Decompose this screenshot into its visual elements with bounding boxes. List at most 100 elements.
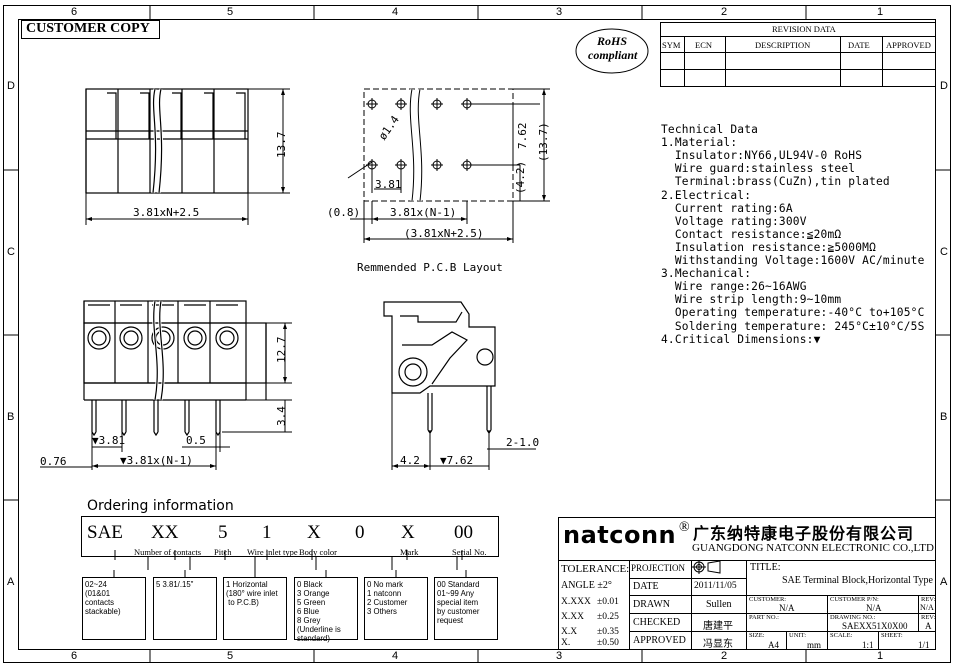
tech-line: Wire range:26~16AWG — [661, 280, 807, 294]
code-body-color: X — [307, 522, 321, 543]
checked-value: 唐建平 — [703, 621, 733, 632]
checked-label: CHECKED — [633, 617, 681, 628]
option-serial: 00 Standard 01~99 Any special item by cu… — [437, 580, 480, 625]
code-zero: 0 — [355, 522, 365, 543]
dim-pcb-42: (4.2) — [514, 160, 527, 194]
tolerance-label: TOLERANCE: — [561, 563, 630, 575]
option-wire-inlet: 1 Horizontal (180° wire inlet to P.C.B) — [226, 580, 278, 607]
code-sae: SAE — [87, 522, 123, 543]
tech-line: Wire guard:stainless steel — [661, 162, 856, 176]
tol-xx-value: ±0.25 — [597, 612, 619, 622]
tol-xx: X.XX — [561, 612, 584, 622]
tech-line: Insulation resistance:≧5000MΩ — [661, 240, 876, 254]
unit-label: UNIT: — [789, 632, 807, 639]
drawing-no-label: DRAWING NO.: — [830, 614, 876, 621]
label-body-color: Body color — [299, 547, 338, 557]
zone-row-d: D — [7, 80, 15, 92]
rohs-line2: compliant — [588, 48, 638, 62]
dim-pcb-381: 3.81 — [375, 178, 402, 191]
label-serial-no: Serial No. — [452, 547, 487, 557]
rev-value-2: A — [925, 621, 932, 631]
dim-pcb-137: (13.7) — [537, 122, 550, 162]
dim-top-width: 3.81xN+2.5 — [133, 206, 200, 219]
tech-line: Voltage rating:300V — [661, 214, 807, 228]
size-value: A4 — [768, 640, 779, 650]
dim-pcb-762: 7.62 — [516, 122, 529, 150]
customer-pn-label: CUSTOMER P/N: — [830, 596, 879, 603]
revision-col-approved: APPROVED — [886, 40, 931, 50]
dim-front-pitch-n1: ▼3.81x(N-1) — [120, 454, 193, 467]
label-mark: Mark — [400, 547, 419, 557]
tol-x-value: ±0.35 — [597, 627, 619, 637]
tol-x: X.X — [561, 627, 578, 637]
tech-line: Withstanding Voltage:1600V AC/minute — [661, 254, 925, 268]
tech-line: Contact resistance:≦20mΩ — [661, 227, 842, 241]
label-pitch: Pitch — [214, 547, 232, 557]
option-body-color: 0 Black 3 Orange 5 Green 6 Blue 8 Grey (… — [297, 580, 341, 643]
label-wire-inlet-type: Wire inlet type — [247, 547, 298, 557]
zone-col-6: 6 — [71, 6, 78, 18]
title-value: SAE Terminal Block,Horizontal Type — [782, 575, 933, 586]
option-mark: 0 No mark 1 natconn 2 Customer 3 Others — [367, 580, 408, 616]
dim-front-076: 0.76 — [40, 455, 67, 468]
dim-side-762: ▼7.62 — [440, 454, 474, 467]
scale-label: SCALE: — [830, 632, 853, 639]
approved-value: 冯显东 — [703, 639, 733, 650]
code-contacts: XX — [151, 522, 179, 543]
revision-col-ecn: ECN — [695, 40, 712, 50]
dim-side-pin: 2-1.0 — [506, 436, 540, 449]
zone-col-1-bottom: 1 — [877, 650, 884, 662]
dim-top-height: 13.7 — [275, 131, 288, 159]
option-contacts: 02~24 (01&01 contacts stackable) — [85, 580, 121, 616]
zone-col-3: 3 — [556, 6, 563, 18]
revision-col-sym: SYM — [662, 40, 681, 50]
zone-row-c-right: C — [940, 246, 948, 258]
ordering-title: Ordering information — [87, 498, 234, 514]
sheet-label: SHEET: — [881, 632, 903, 639]
pcb-layout-caption: Remmended P.C.B Layout — [357, 261, 503, 274]
dim-side-42: 4.2 — [400, 454, 420, 467]
tech-line: Technical Data — [661, 123, 759, 137]
tech-line: 3.Mechanical: — [661, 267, 752, 281]
dim-front-127: 12.7 — [275, 336, 288, 364]
rohs-line1: RoHS — [596, 34, 627, 48]
tech-line: Terminal:brass(CuZn),tin plated — [661, 175, 890, 189]
zone-row-a: A — [7, 576, 15, 588]
zone-col-2: 2 — [721, 6, 728, 18]
projection-label: PROJECTION — [631, 563, 686, 573]
zone-col-1: 1 — [877, 6, 884, 18]
revision-col-description: DESCRIPTION — [755, 40, 811, 50]
tech-line: Soldering temperature: 245°C±10°C/5S — [661, 319, 925, 333]
rev-label-1: REV: — [921, 596, 936, 603]
code-wire-inlet: 1 — [262, 522, 272, 543]
approved-label: APPROVED — [633, 635, 686, 646]
zone-col-2-bottom: 2 — [721, 650, 728, 662]
zone-row-c: C — [7, 246, 15, 258]
rohs-stamp: RoHS compliant — [588, 34, 638, 62]
zone-col-5-bottom: 5 — [227, 650, 234, 662]
sheet-value: 1/1 — [918, 640, 930, 650]
zone-col-4: 4 — [392, 6, 399, 18]
zone-col-4-bottom: 4 — [392, 650, 399, 662]
tol-int-value: ±0.50 — [597, 638, 619, 648]
tech-line: 2.Electrical: — [661, 188, 752, 202]
option-pitch: 5 3.81/.15" — [156, 580, 194, 589]
tol-xxx: X.XXX — [561, 597, 591, 607]
scale-value: 1:1 — [862, 640, 874, 650]
label-number-of-contacts: Number of contacts — [134, 547, 202, 557]
dim-front-05: 0.5 — [186, 434, 206, 447]
registered-mark: ® — [679, 520, 690, 535]
zone-col-6-bottom: 6 — [71, 650, 78, 662]
company-cn-name: 广东纳特康电子股份有限公司 — [693, 524, 915, 543]
zone-row-b: B — [7, 411, 15, 423]
date-value: 2011/11/05 — [694, 581, 737, 591]
rev-value-1: N/A — [920, 603, 934, 612]
customer-label: CUSTOMER: — [749, 596, 787, 603]
code-mark: X — [401, 522, 415, 543]
zone-row-d-right: D — [940, 80, 948, 92]
tech-line: Current rating:6A — [661, 201, 793, 215]
revision-title: REVISION DATA — [772, 24, 836, 34]
dim-pcb-pitch-n1: 3.81x(N-1) — [390, 206, 457, 219]
